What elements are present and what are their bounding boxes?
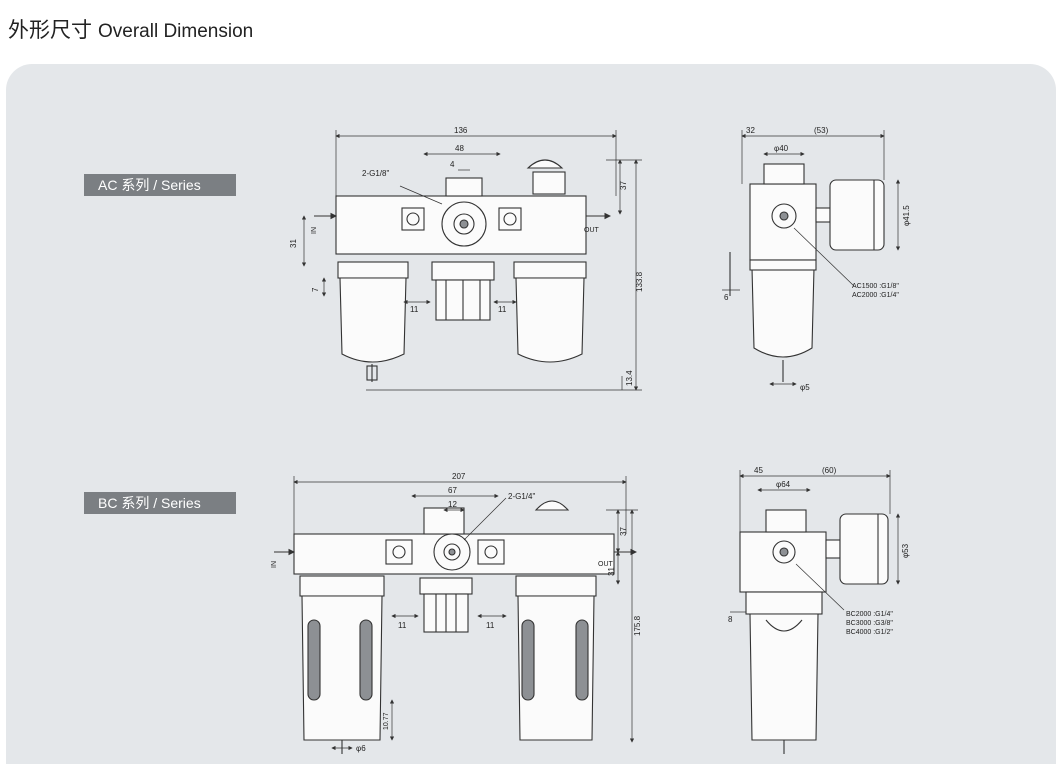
bc-top-dim: 37 (619, 527, 628, 536)
bc-side-width-1: 45 (754, 466, 763, 475)
bc-series-tag: BC 系列 / Series (84, 492, 236, 514)
bc-front-view (274, 476, 638, 754)
ac-port-label: 2-G1/8" (362, 169, 389, 178)
drawing-panel: AC 系列 / Series BC 系列 / Series (6, 64, 1056, 764)
bc-bottom-dim: 10.77 (383, 712, 390, 730)
title-en: Overall Dimension (98, 21, 254, 42)
ac-total-dim: 133.8 (635, 271, 644, 292)
bc-center-dim: 67 (448, 486, 457, 495)
page-title: 外形尺寸 Overall Dimension (8, 14, 253, 44)
bc-side-width-2: (60) (822, 466, 837, 475)
bc-overall-dim: 207 (452, 472, 466, 481)
bc-gauge-diameter: φ53 (901, 543, 910, 558)
dimension-drawings: 136 48 4 2-G1/8" 37 133.8 13.4 31 7 11 1… (271, 126, 911, 754)
ac-top-dim: 37 (619, 181, 628, 190)
ac-port-spec-2: AC2000 :G1/4" (852, 292, 899, 299)
bc-gap-left: 11 (398, 621, 407, 630)
bc-gap-right: 11 (486, 621, 495, 630)
bc-mid-dim: 31 (607, 567, 616, 576)
bc-drain-diameter: φ6 (356, 744, 366, 753)
ac-drain-diameter: φ5 (800, 383, 810, 392)
ac-out-label: OUT (584, 227, 600, 234)
ac-front-view (301, 130, 642, 391)
bc-port-spec-3: BC4000 :G1/2" (846, 629, 893, 636)
ac-bottom-dim: 13.4 (625, 370, 634, 386)
ac-left-height: 31 (289, 239, 298, 248)
bc-port-spec-2: BC3000 :G3/8" (846, 620, 893, 627)
ac-port-spec-1: AC1500 :G1/8" (852, 283, 899, 290)
ac-side-width-1: 32 (746, 126, 755, 135)
ac-side-width-2: (53) (814, 126, 829, 135)
ac-gap-right: 11 (498, 305, 507, 314)
ac-in-label: IN (311, 227, 318, 234)
ac-side-view (722, 130, 901, 387)
ac-gap-left: 11 (410, 305, 419, 314)
ac-side-diameter: φ40 (774, 144, 789, 153)
bc-side-diameter: φ64 (776, 480, 791, 489)
ac-side-6: 6 (724, 293, 729, 302)
bc-side-view (730, 470, 901, 754)
ac-center-dim: 48 (455, 144, 464, 153)
ac-series-tag: AC 系列 / Series (84, 174, 236, 196)
bc-port-label: 2-G1/4" (508, 492, 535, 501)
bc-side-8: 8 (728, 615, 733, 624)
ac-small-dim: 4 (450, 160, 455, 169)
ac-overall-dim: 136 (454, 126, 468, 135)
bc-out-label: OUT (598, 561, 614, 568)
ac-left-small: 7 (311, 287, 320, 292)
title-cn: 外形尺寸 (8, 19, 92, 42)
bc-port-spec-1: BC2000 :G1/4" (846, 611, 893, 618)
bc-in-label: IN (271, 561, 278, 568)
bc-total-dim: 175.8 (633, 615, 642, 636)
bc-small-dim: 12 (448, 500, 457, 509)
ac-gauge-diameter: φ41.5 (902, 205, 911, 226)
